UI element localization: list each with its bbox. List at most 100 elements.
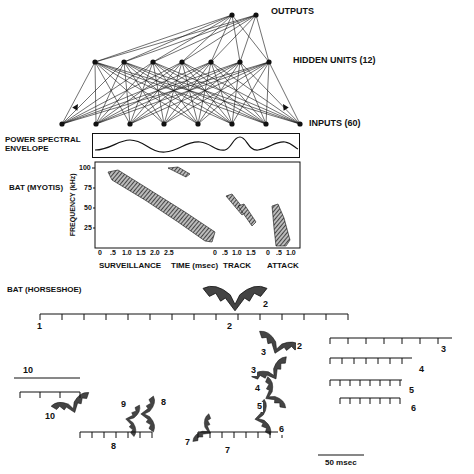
connection-line [95, 62, 164, 124]
axis-label: TRACK [222, 262, 252, 271]
callout-number: 7 [184, 438, 191, 448]
arrowhead [280, 102, 288, 110]
callout-number: 7 [224, 446, 231, 456]
connection-line [124, 62, 164, 124]
axis-label: .5 [109, 249, 117, 257]
connection-line [182, 15, 256, 62]
connection-line [95, 15, 232, 62]
axis-label: TIME (msec) [170, 262, 219, 271]
envelope-curve [95, 137, 298, 152]
unit-dot [127, 121, 132, 126]
callout-number: 4 [254, 384, 261, 394]
connection-line [96, 62, 211, 124]
call-trace [330, 338, 452, 344]
axis-label: OUTPUTS [270, 7, 315, 17]
axis-label: SURVEILLANCE [98, 262, 162, 271]
call-trace [340, 398, 400, 404]
unit-dot [161, 121, 166, 126]
axis-label: BAT (HORSESHOE) [6, 286, 83, 295]
callout-number: 2 [296, 342, 303, 352]
axis-label: HIDDEN UNITS (12) [292, 56, 377, 66]
connection-line [232, 15, 269, 62]
connection-line [211, 62, 232, 124]
axis-label: 100 [78, 164, 92, 172]
unit-dot [297, 121, 302, 126]
unit-dot [229, 121, 234, 126]
trace-line [14, 378, 80, 379]
axis-label: 0 [212, 249, 218, 257]
connection-line [211, 62, 300, 124]
connection-line [232, 15, 240, 62]
call-trace [330, 358, 412, 364]
axis-label: 1.0 [231, 249, 243, 257]
horseshoe-bat-flight [51, 286, 302, 447]
connection-line [153, 62, 300, 124]
callout-number: 3 [250, 366, 257, 376]
unit-dot [263, 121, 268, 126]
axis-label: 75 [83, 184, 93, 192]
callout-number: 6 [410, 404, 417, 414]
connection-line [182, 15, 232, 62]
axis-label: 2.5 [163, 249, 175, 257]
callout-number: 5 [256, 402, 263, 412]
axis-label: .5 [221, 249, 229, 257]
unit-dot [253, 12, 258, 17]
call-trace [20, 392, 80, 398]
connection-line [95, 62, 198, 124]
axis-label: 1.0 [285, 249, 297, 257]
axis-label: BAT (MYOTIS) [8, 184, 64, 193]
spectrogram-axis-ticks [92, 168, 95, 228]
unit-dot [92, 59, 97, 64]
axis-label: 0 [97, 249, 103, 257]
callout-number: 1 [36, 322, 43, 332]
call-traces [20, 314, 452, 438]
connection-line [96, 62, 153, 124]
connection-line [124, 15, 256, 62]
axis-label: FREQUENCY (kHz) [68, 173, 76, 238]
bat-figure [203, 286, 267, 311]
connection-line [211, 15, 232, 62]
bat-figure [252, 399, 272, 437]
connection-line [211, 15, 256, 62]
connection-line [269, 62, 300, 124]
axis-label: 1.0 [121, 249, 133, 257]
bat-figure [257, 376, 287, 414]
unit-dot [266, 59, 271, 64]
connection-line [124, 62, 232, 124]
connection-line [153, 62, 232, 124]
callout-number: 8 [160, 398, 167, 408]
unit-dot [121, 59, 126, 64]
callout-number: 10 [44, 412, 56, 422]
call-trace [40, 314, 348, 320]
callout-number: 2 [226, 322, 233, 332]
connection-line [198, 62, 269, 124]
connection-line [130, 62, 182, 124]
axis-label: 25 [83, 224, 93, 232]
connection-line [95, 62, 96, 124]
bat-figure [192, 413, 219, 447]
callout-number: 9 [120, 400, 127, 410]
connection-line [240, 62, 300, 124]
connection-line [240, 15, 256, 62]
connection-line [124, 15, 232, 62]
unit-dot [208, 59, 213, 64]
connection-line [124, 62, 300, 124]
connection-line [96, 62, 182, 124]
unit-dot [93, 121, 98, 126]
connection-line [95, 62, 300, 124]
axis-label: 2.0 [149, 249, 161, 257]
connection-line [62, 62, 211, 124]
network-graph [59, 12, 302, 126]
unit-dot [195, 121, 200, 126]
connection-line [153, 15, 256, 62]
bat-figure [254, 330, 301, 361]
echolocation-calls [108, 167, 290, 246]
axis-label: 0 [265, 249, 271, 257]
axis-label: 1.5 [245, 249, 257, 257]
unit-dot [229, 12, 234, 17]
bat-figure [51, 391, 94, 419]
connection-line [153, 15, 232, 62]
connection-line [96, 62, 240, 124]
callout-number: 5 [408, 386, 415, 396]
callout-number: 3 [260, 348, 267, 358]
